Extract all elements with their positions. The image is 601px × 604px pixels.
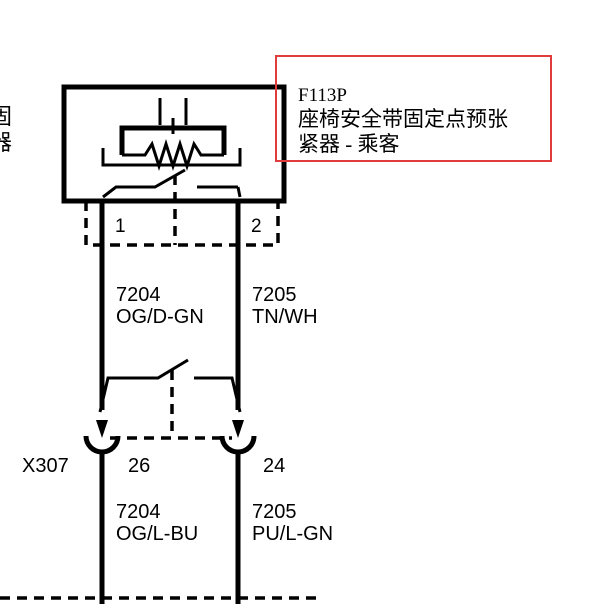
component-name-line2: 紧器 - 乘客 <box>298 132 400 156</box>
partial-left-label-line1: 固 <box>0 104 12 129</box>
highlight-box <box>275 55 552 162</box>
pin-label-2: 2 <box>251 216 262 237</box>
wire-left-upper-color: OG/D-GN <box>116 306 204 328</box>
terminal-24-tip <box>232 420 244 438</box>
wire-left-lower-circuit: 7204 <box>116 501 161 523</box>
component-f113p <box>61 84 287 245</box>
pretensioner-symbol <box>101 98 242 171</box>
partial-left-label-line2: 器 <box>0 130 12 155</box>
wire-right-lower-color: PU/L-GN <box>252 523 333 545</box>
wire-right-lower-circuit: 7205 <box>252 501 297 523</box>
connector-pin-right: 24 <box>263 455 285 477</box>
wire-right-upper-color: TN/WH <box>252 306 318 328</box>
wire-left-lower-color: OG/L-BU <box>116 523 198 545</box>
component-name-line1: 座椅安全带固定点预张 <box>298 107 508 131</box>
connector-x307 <box>83 420 257 455</box>
component-connector <box>84 201 280 247</box>
terminal-26-tip <box>96 420 108 438</box>
pin-label-1: 1 <box>115 216 126 237</box>
component-id: F113P <box>298 85 347 106</box>
connector-pin-left: 26 <box>128 455 150 477</box>
wire-left-upper-circuit: 7204 <box>116 284 161 306</box>
wire-right-upper-circuit: 7205 <box>252 284 297 306</box>
shunt-switch-internal <box>102 168 242 245</box>
terminal-24 <box>219 435 257 455</box>
shunt-switch-x307 <box>98 358 242 438</box>
connector-id: X307 <box>22 455 69 477</box>
